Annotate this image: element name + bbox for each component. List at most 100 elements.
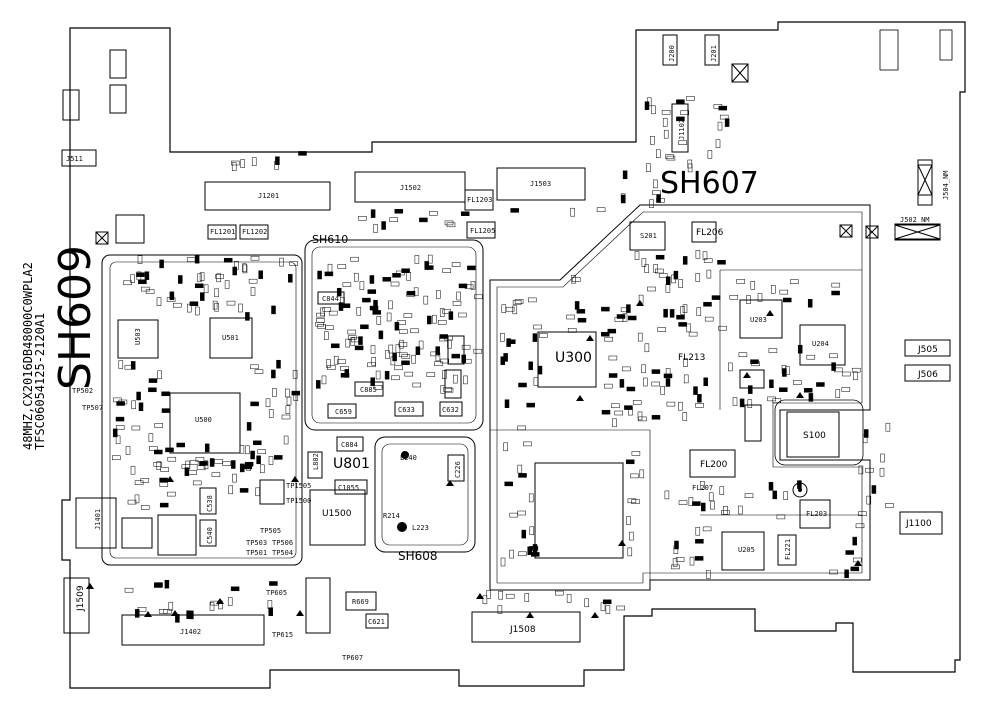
smd-part	[214, 459, 223, 464]
smd-part	[378, 330, 384, 340]
conn-c538	[199, 487, 217, 515]
smd-part	[651, 369, 661, 374]
smd-part	[851, 367, 861, 373]
pin1-marker	[636, 300, 644, 306]
conn-c884	[336, 436, 364, 452]
smd-part	[186, 610, 191, 619]
big-labels: U300 U801 U1500 S100 FL200 FL213 FL206 J…	[66, 45, 950, 662]
smd-part	[514, 299, 524, 304]
smd-part	[497, 605, 503, 614]
smd-part	[879, 467, 885, 477]
smd-part	[116, 401, 125, 406]
smd-part	[880, 453, 885, 463]
smd-part	[169, 291, 175, 301]
conn-c1055	[334, 479, 368, 495]
conn-c885	[354, 381, 384, 397]
smd-part	[156, 461, 162, 470]
pin1-marker	[86, 583, 94, 589]
smd-part	[359, 281, 365, 290]
smd-part	[124, 587, 134, 593]
label-u203: U203	[750, 316, 767, 324]
smd-part	[629, 531, 634, 541]
pin1-marker	[291, 476, 299, 482]
board-outline	[61, 21, 966, 689]
smd-part	[852, 536, 857, 546]
smd-part	[192, 480, 202, 486]
smd-part	[138, 402, 144, 412]
smd-part	[644, 264, 649, 273]
smd-part	[566, 314, 575, 320]
label-l240: L240	[400, 454, 417, 462]
label-c633: C633	[398, 406, 415, 414]
smd-part	[772, 398, 782, 403]
smd-part	[274, 161, 279, 170]
smd-part	[148, 433, 154, 442]
smd-part	[337, 359, 346, 364]
conn-fl221	[777, 534, 797, 566]
smd-part	[845, 550, 854, 555]
label-j505: J505	[917, 345, 938, 355]
label-tp1505: TP1505	[286, 482, 311, 490]
smd-part	[412, 382, 422, 388]
smd-part	[333, 355, 339, 365]
smd-part	[703, 302, 712, 307]
smd-part	[327, 263, 333, 273]
smd-part	[646, 163, 651, 172]
smd-part	[678, 140, 687, 145]
smd-part	[608, 355, 618, 361]
smd-part	[528, 297, 537, 303]
pin1-marker	[446, 480, 454, 486]
smd-part	[336, 287, 342, 297]
label-c538: C538	[206, 495, 214, 512]
conn-c844	[317, 291, 345, 305]
smd-part	[570, 207, 575, 217]
smd-part	[275, 156, 280, 165]
conn-c659	[327, 403, 357, 419]
smd-part	[388, 300, 393, 310]
ic-s201	[629, 221, 666, 251]
smd-part	[362, 297, 371, 303]
smd-part	[871, 485, 877, 494]
smd-part	[432, 314, 437, 324]
label-j1503: J1503	[530, 180, 551, 188]
smd-part	[504, 399, 510, 408]
smd-part	[608, 373, 618, 378]
ic-l501	[121, 517, 153, 549]
conn-fl206	[691, 221, 717, 243]
smd-part	[315, 321, 324, 327]
smd-part	[686, 323, 691, 333]
label-j1401: J1401	[94, 509, 102, 530]
smd-part	[614, 410, 623, 416]
smd-part	[680, 306, 685, 315]
smd-part	[500, 557, 506, 567]
via-4	[798, 488, 802, 492]
smd-part	[721, 510, 730, 515]
smd-part	[682, 412, 688, 421]
smd-part	[807, 299, 813, 308]
smd-part	[655, 268, 664, 274]
smd-part	[381, 221, 386, 230]
smd-part	[644, 101, 650, 110]
smd-part	[347, 329, 357, 335]
smd-part	[331, 343, 340, 349]
smd-part	[223, 257, 233, 263]
pin1-marker	[586, 335, 594, 341]
smd-part	[604, 383, 613, 389]
smd-part	[447, 339, 452, 349]
label-u500: U500	[195, 416, 212, 424]
smd-part	[385, 350, 390, 359]
smd-part	[396, 270, 405, 276]
smd-part	[442, 268, 451, 273]
smd-part	[655, 254, 665, 260]
smd-part	[651, 415, 661, 420]
smd-part	[154, 449, 163, 455]
smd-part	[160, 467, 169, 472]
smd-part	[209, 458, 215, 467]
ic-s100	[786, 411, 840, 458]
smd-part	[324, 331, 329, 340]
smd-part	[678, 279, 683, 288]
smd-part	[639, 469, 645, 479]
conn-j506	[904, 364, 951, 382]
label-c621: C621	[368, 618, 385, 626]
smd-part	[209, 602, 215, 611]
